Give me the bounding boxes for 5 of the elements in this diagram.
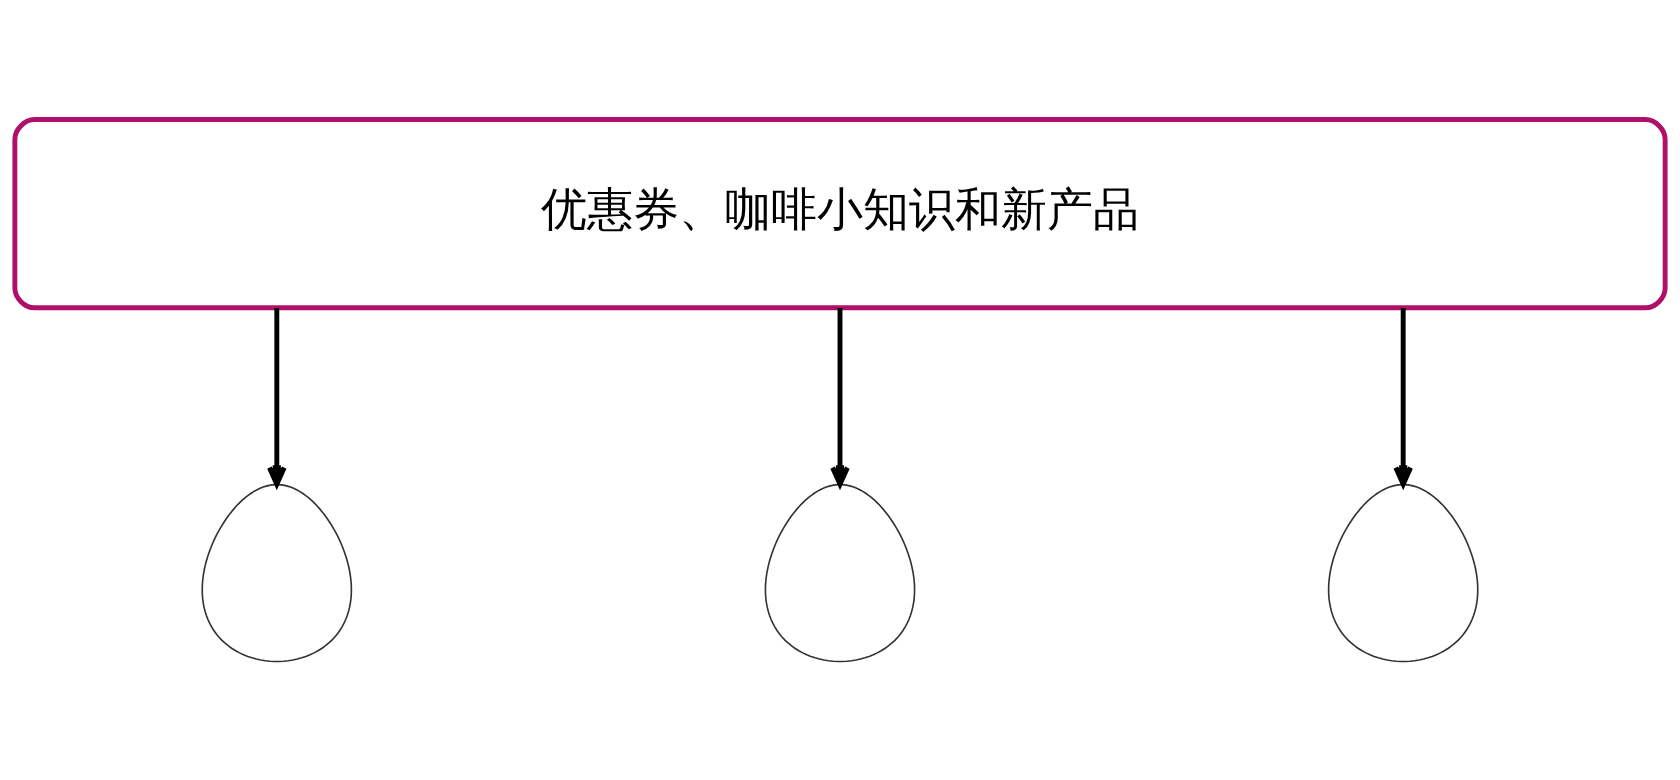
node-person <box>764 483 916 662</box>
arrow <box>830 307 850 487</box>
node-person <box>1327 483 1479 662</box>
node-person <box>201 483 353 662</box>
node-box: 优惠券、咖啡小知识和新产品 <box>12 116 1668 310</box>
